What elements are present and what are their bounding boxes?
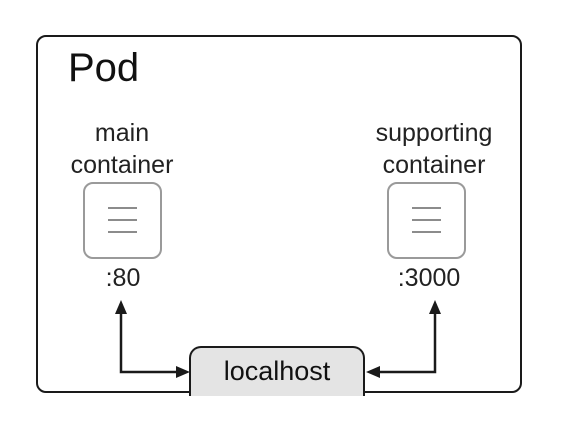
supporting-container-label-line1: supporting — [375, 119, 493, 147]
localhost-label: localhost — [223, 356, 331, 386]
main-container-label: main container — [42, 117, 202, 181]
main-container-label-line2: container — [70, 151, 174, 179]
document-lines-icon — [108, 207, 137, 233]
document-lines-icon — [412, 207, 441, 233]
main-arrowhead-up — [115, 300, 127, 314]
supporting-container-label: supporting container — [340, 117, 528, 181]
main-connector-line — [119, 312, 184, 374]
supporting-container-box — [387, 182, 466, 259]
main-container-box — [83, 182, 162, 259]
supporting-container-port: :3000 — [397, 264, 461, 292]
pod-title: Pod — [68, 46, 140, 90]
supporting-arrowhead-up — [429, 300, 441, 314]
localhost-arrowhead-right-in — [366, 366, 380, 378]
main-container-label-line1: main — [94, 119, 150, 147]
localhost-arrowhead-left-in — [176, 366, 190, 378]
localhost-tab: localhost — [189, 346, 365, 396]
supporting-container-label-line2: container — [382, 151, 486, 179]
supporting-connector-line — [372, 312, 437, 374]
main-container-port: :80 — [105, 264, 141, 292]
